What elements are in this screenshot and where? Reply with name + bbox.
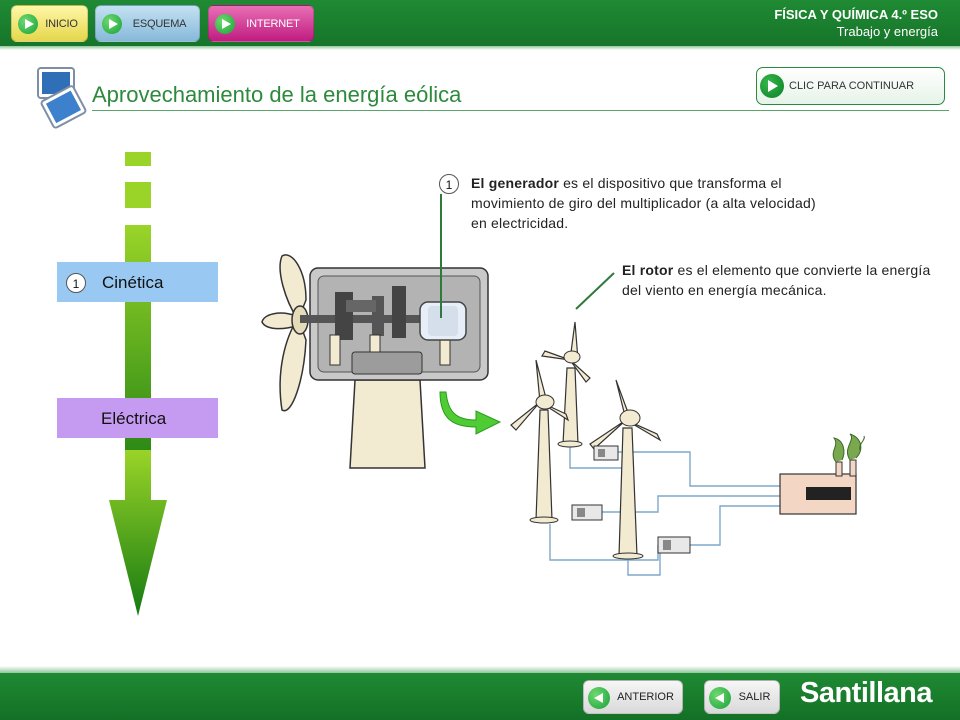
internet-label: INTERNET — [246, 18, 300, 30]
wind-turbine — [589, 379, 662, 560]
title-divider — [92, 110, 949, 111]
rotor-description: El rotor es el elemento que convierte la… — [622, 260, 932, 300]
play-icon — [760, 74, 784, 98]
continue-button[interactable]: CLIC PARA CONTINUAR — [756, 67, 945, 105]
generator-text: es el dispositivo que transforma el movi… — [471, 175, 816, 231]
salir-label: SALIR — [738, 691, 771, 703]
esquema-label: ESQUEMA — [132, 18, 187, 30]
substation-icon — [779, 433, 865, 515]
play-icon — [215, 14, 235, 34]
anterior-button[interactable]: ANTERIOR — [583, 680, 683, 714]
salir-button[interactable]: SALIR — [704, 680, 780, 714]
bottom-bar-shadow — [0, 666, 960, 673]
electric-energy-box[interactable]: Eléctrica — [57, 398, 218, 438]
wind-turbine — [541, 321, 591, 448]
rotor-term: El rotor — [622, 262, 674, 278]
electric-label: Eléctrica — [101, 409, 167, 428]
inicio-button[interactable]: INICIO — [11, 5, 88, 42]
course-subtitle: Trabajo y energía — [836, 24, 938, 39]
play-icon — [102, 14, 122, 34]
esquema-button[interactable]: ESQUEMA — [95, 5, 200, 42]
continue-label: CLIC PARA CONTINUAR — [789, 80, 915, 92]
kinetic-number: 1 — [66, 273, 86, 293]
page-title: Aprovechamiento de la energía eólica — [92, 82, 462, 107]
generator-description: El generador es el dispositivo que trans… — [471, 173, 831, 233]
generator-icon — [419, 301, 467, 341]
course-info: FÍSICA Y QUÍMICA 4.º ESO Trabajo y energ… — [774, 7, 938, 39]
back-icon — [588, 687, 610, 709]
play-icon — [18, 14, 38, 34]
rotor-blades — [261, 254, 309, 412]
course-title: FÍSICA Y QUÍMICA 4.º ESO — [774, 7, 938, 22]
generator-term: El generador — [471, 175, 559, 191]
anterior-label: ANTERIOR — [617, 691, 674, 703]
back-icon — [709, 687, 731, 709]
santillana-logo: Santillana — [800, 677, 933, 709]
generator-number: 1 — [439, 174, 459, 194]
kinetic-label: Cinética — [102, 273, 164, 292]
bottom-bar — [0, 673, 960, 720]
internet-button[interactable]: INTERNET — [208, 5, 314, 42]
wind-turbine — [510, 359, 570, 524]
top-bar-shadow — [0, 46, 960, 50]
inicio-label: INICIO — [45, 18, 78, 30]
kinetic-energy-box[interactable]: 1 Cinética — [57, 262, 218, 302]
rotor-text: es el elemento que convierte la energía … — [622, 262, 931, 298]
slides-icon — [37, 67, 87, 129]
